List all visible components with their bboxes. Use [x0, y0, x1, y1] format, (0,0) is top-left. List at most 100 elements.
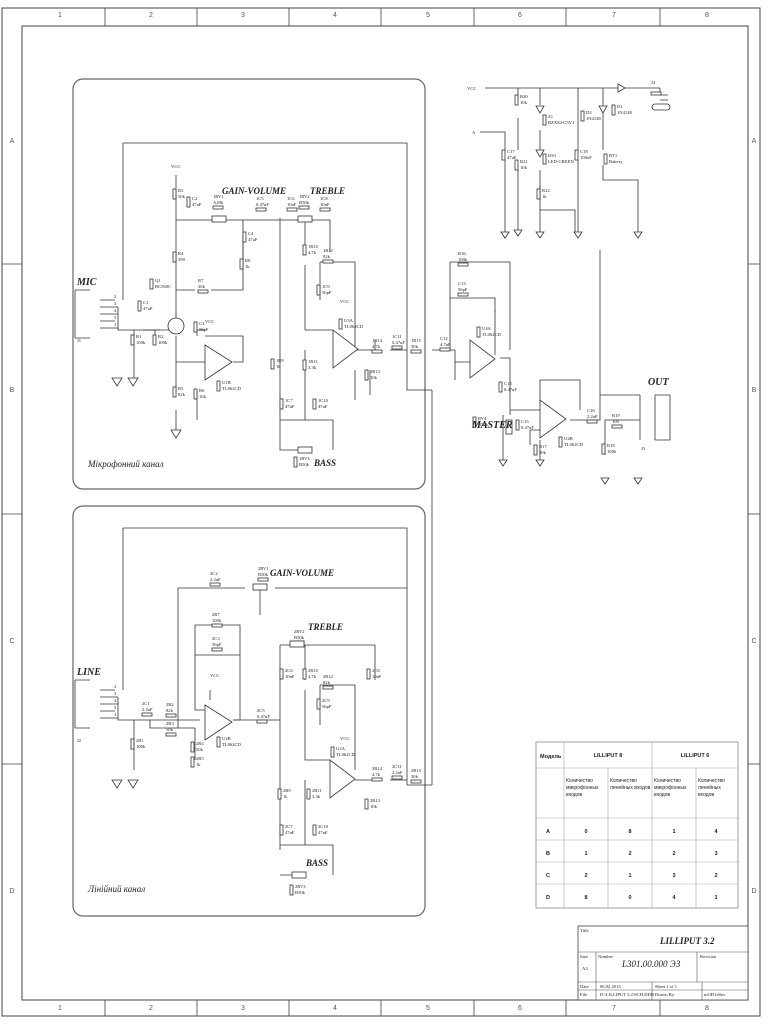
frame-col-3-bottom: 3 — [241, 1005, 245, 1012]
c15-value: 0.47uF — [521, 425, 534, 430]
ds1-value: LED-GREEN — [548, 159, 574, 164]
c16-value: 2.2uF — [587, 414, 598, 419]
drawing-frame: 1 2 3 4 5 6 7 8 1 2 3 4 5 6 7 8 A B C D … — [1, 7, 761, 1017]
2r3-value: 50k — [166, 727, 174, 732]
table-subheader-4: Количество линейных входов — [698, 778, 725, 798]
u3a-opamp-symbol — [332, 329, 359, 369]
2r15-value: 30k — [411, 774, 419, 779]
c13-symbol — [457, 292, 469, 297]
frame-col-7: 7 — [612, 12, 616, 19]
2r3-ref: 2R3 — [166, 721, 174, 726]
mic-vcc-3: VCC — [340, 299, 349, 304]
frame-row-c: C — [9, 638, 14, 645]
mic-jack-pin-3: 3 — [114, 301, 117, 306]
2r11-value: 3.3k — [312, 794, 321, 799]
1r15-ref: 1R15 — [411, 338, 422, 343]
frame-row-c-right: C — [751, 638, 756, 645]
r6-ref: R6 — [199, 388, 205, 393]
master-label: MASTER — [471, 420, 513, 431]
2c10-symbol — [312, 824, 317, 836]
2c6-value: 10nF — [285, 674, 295, 679]
2c3-ref: 2C3 — [212, 636, 220, 641]
u4b-opamp-symbol — [539, 399, 567, 439]
2r13-ref: 2R13 — [370, 798, 381, 803]
q1-ref: Q1 — [155, 278, 161, 283]
2c9-ref: 2C9 — [322, 698, 330, 703]
power-vcc-label: VCC — [467, 86, 476, 91]
mic-jack-pin-5: 5 — [114, 315, 117, 320]
1c7-symbol — [279, 398, 284, 410]
2c3-symbol — [211, 647, 223, 652]
frame-col-3: 3 — [241, 12, 245, 19]
d2-ref: D2 — [586, 110, 592, 115]
1r11-ref: 1R11 — [308, 359, 318, 364]
d1-symbol — [611, 104, 616, 116]
1r9-value: 1k — [276, 364, 281, 369]
frame-col-4: 4 — [333, 12, 337, 19]
out-jack-ref: J3 — [641, 446, 646, 451]
table-cell: 2 — [714, 873, 717, 879]
table-header-lilliput-8: LILLIPUT 8 — [594, 753, 623, 759]
c16-ref: C16 — [587, 408, 595, 413]
table-cell: 8 — [628, 829, 631, 835]
mic-vcc-1: VCC — [171, 164, 180, 169]
u4a-value: TL062CD — [482, 332, 502, 337]
1c9-symbol — [316, 284, 321, 296]
2r13-symbol — [364, 798, 369, 810]
rv4-symbol — [472, 416, 477, 428]
r18-symbol — [601, 443, 606, 455]
q1-transistor-symbol — [167, 317, 185, 335]
mic-gain-label: GAIN-VOLUME — [222, 186, 286, 196]
r8-value: 1k — [245, 264, 250, 269]
2c5-ref: 2C5 — [257, 708, 265, 713]
model-table: Модель LILLIPUT 8 LILLIPUT 6 Количество … — [535, 741, 739, 909]
d1-value: 1N4148 — [617, 110, 633, 115]
c15-ref: C15 — [521, 419, 529, 424]
frame-col-8-bottom: 8 — [705, 1005, 709, 1012]
ds1-ref: DS1 — [548, 153, 557, 158]
r20-symbol — [514, 94, 519, 106]
r2-symbol — [152, 334, 157, 346]
u2b-ref: U2B — [222, 736, 231, 741]
d2-value: 1N4148 — [586, 116, 602, 121]
2r4-ref: 2R4 — [196, 741, 204, 746]
1c7-value: 47nF — [285, 404, 295, 409]
file-label: File — [580, 992, 587, 997]
j3-jack-symbol — [655, 394, 671, 441]
line-jack-pin-2: 2 — [114, 684, 117, 689]
line-label: LINE — [76, 667, 101, 678]
2r5-value: 1k — [196, 762, 201, 767]
2rv1-value: B50k — [258, 572, 269, 577]
1r13-value: 10k — [370, 375, 378, 380]
title-label: Title — [580, 928, 589, 933]
frame-row-a-right: A — [752, 138, 757, 145]
master-section: R16100kC1356pFC124.7uFU4ATL062CDC140.47u… — [432, 250, 671, 485]
frame-col-6: 6 — [518, 12, 522, 19]
table-header-lilliput-6: LILLIPUT 6 — [681, 753, 710, 759]
sheet-value: Sheet 1 of 1 — [655, 984, 678, 989]
power-a-label: A — [472, 130, 476, 135]
q1-value: BC560C — [155, 284, 171, 289]
u1b-opamp-symbol — [204, 344, 233, 381]
u4b-value: TL062CD — [564, 442, 584, 447]
2rv2-pot-symbol — [289, 640, 305, 648]
j4-symbol — [650, 91, 662, 96]
1rv1-value: A20k — [213, 200, 224, 205]
number-label: Number — [598, 954, 614, 959]
mic-jack-ref: J1 — [77, 338, 82, 343]
line-channel: 2C12.2uF2R1100k2R282k2R350k2R450k2R51k2C… — [72, 390, 433, 917]
2c1-ref: 2C1 — [142, 701, 150, 706]
u2a-value: TL062CD — [336, 752, 356, 757]
c13-ref: C13 — [458, 281, 466, 286]
date-label: Date — [580, 984, 589, 989]
1rv3-symbol — [293, 456, 298, 468]
1c9-ref: 1C9 — [322, 284, 330, 289]
1r12-value: 82k — [323, 254, 331, 259]
2c5-symbol — [256, 719, 268, 724]
frame-col-5: 5 — [426, 12, 430, 19]
size-value: A3 — [582, 966, 588, 971]
2rv1-pot-symbol — [252, 583, 268, 591]
revision-label: Revision — [700, 954, 717, 959]
u2a-opamp-symbol — [329, 759, 356, 799]
2c2-ref: 2C2 — [210, 571, 218, 576]
